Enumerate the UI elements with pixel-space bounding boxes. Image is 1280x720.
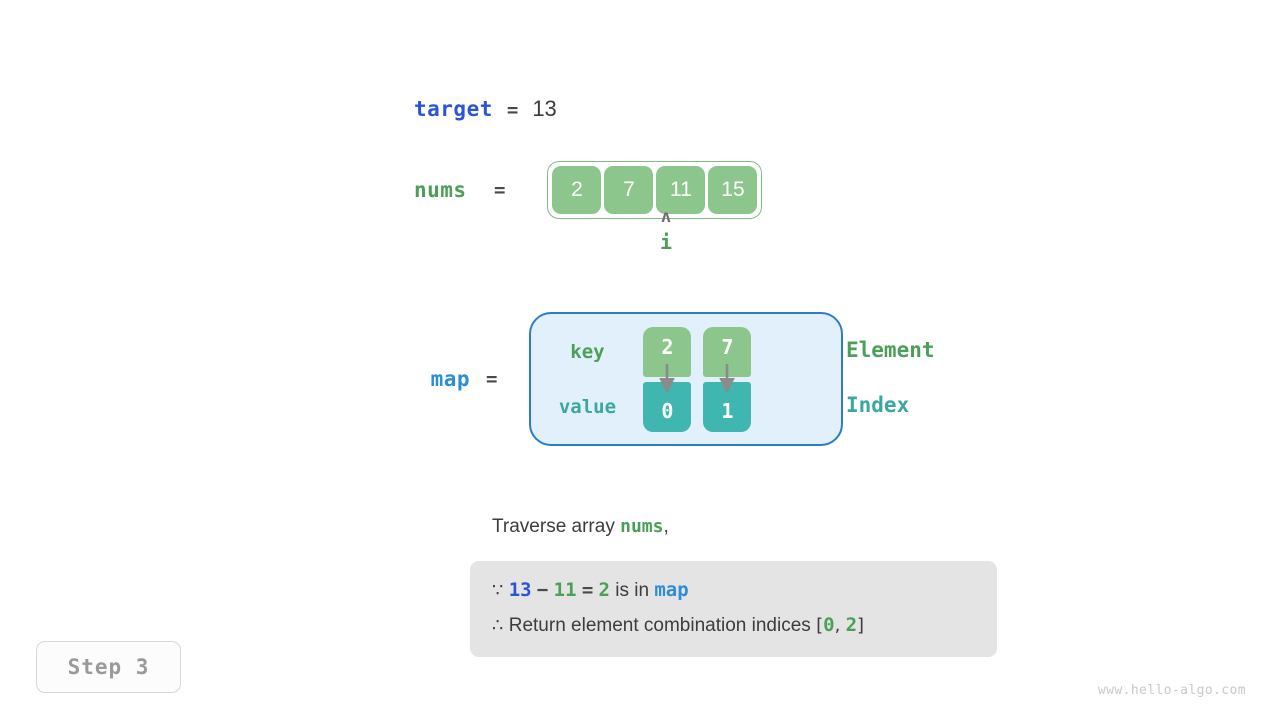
map-value-row: value 0 1 xyxy=(531,381,841,432)
map-value-label: value xyxy=(558,395,617,418)
index-label: Index xyxy=(846,392,910,417)
map-key-cells: 2 7 xyxy=(643,326,752,377)
line1-equals: = xyxy=(581,579,594,601)
map-key-label: key xyxy=(570,340,605,363)
nums-label: nums xyxy=(414,178,467,202)
map-key-cell: 2 xyxy=(643,326,692,377)
watermark: www.hello-algo.com xyxy=(1097,683,1246,698)
map-side-labels: Element Index xyxy=(846,312,935,442)
line1-map: map xyxy=(654,579,689,601)
hash-map-box: key 2 7 value 0 1 xyxy=(529,312,844,446)
map-key-cell: 7 xyxy=(703,326,752,377)
array-cell: 2 xyxy=(552,166,602,214)
line2-open-bracket: [ xyxy=(816,615,824,636)
because-symbol: ∵ xyxy=(492,580,504,601)
step-badge: Step 3 xyxy=(36,641,181,693)
lead-suffix: , xyxy=(663,516,669,537)
line2-index-b: 2 xyxy=(845,614,858,636)
lead-var-nums: nums xyxy=(620,516,664,537)
array-cell: 15 xyxy=(708,166,758,214)
map-key-row: key 2 7 xyxy=(531,326,841,377)
target-label: target xyxy=(414,97,493,121)
therefore-symbol: ∴ xyxy=(492,615,504,636)
line1-complement: 2 xyxy=(598,579,610,601)
line1-minus: − xyxy=(536,579,549,601)
target-value: 13 xyxy=(532,96,557,121)
explanation-box: ∵ 13 − 11 = 2 is in map ∴ Return element… xyxy=(470,561,997,657)
explanation-line-2: ∴ Return element combination indices [0,… xyxy=(492,608,975,643)
nums-array: 2 7 11 15 xyxy=(547,161,763,219)
index-pointer: ʌ i xyxy=(640,207,692,257)
caret-icon: ʌ xyxy=(660,207,672,227)
map-equals: = xyxy=(486,368,498,390)
explanation-line-1: ∵ 13 − 11 = 2 is in map xyxy=(492,573,975,608)
explanation-lead: Traverse array nums, xyxy=(492,516,669,538)
target-row: target = 13 xyxy=(414,96,557,122)
array-cell: 11 xyxy=(656,166,706,214)
map-value-cell: 1 xyxy=(703,381,752,432)
line1-current: 11 xyxy=(553,579,577,601)
line2-comma: , xyxy=(834,615,841,636)
map-row: map = key 2 7 value 0 1 xyxy=(414,312,844,446)
nums-row: nums = 2 7 11 15 xyxy=(414,161,763,219)
map-value-cell: 0 xyxy=(643,381,692,432)
element-label: Element xyxy=(846,337,935,362)
nums-equals: = xyxy=(494,179,506,201)
target-equals: = xyxy=(506,99,519,121)
pointer-label: i xyxy=(659,230,673,254)
line1-middle: is in xyxy=(615,580,650,601)
map-value-cells: 0 1 xyxy=(643,381,752,432)
map-label: map xyxy=(430,367,470,391)
line2-index-a: 0 xyxy=(823,614,835,636)
line1-target: 13 xyxy=(508,579,532,601)
lead-prefix: Traverse array xyxy=(492,516,621,537)
array-cell: 7 xyxy=(604,166,654,214)
line2-close-bracket: ] xyxy=(857,615,865,636)
line2-text: Return element combination indices xyxy=(508,615,811,636)
